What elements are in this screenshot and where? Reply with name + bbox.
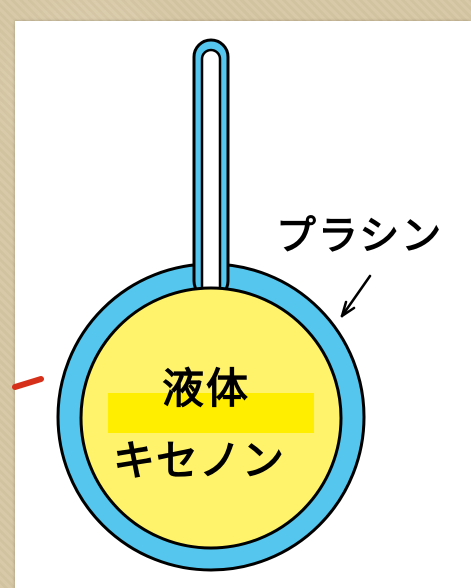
arrow-down-left-icon	[340, 274, 372, 318]
prasin-label: プラシン	[276, 213, 444, 259]
liquid-label-highlight	[108, 393, 314, 433]
liquid-label: 液体	[162, 364, 251, 413]
red-pointer-line	[12, 376, 44, 390]
stem-bore	[200, 48, 222, 298]
xenon-label: キセノン	[113, 436, 286, 485]
